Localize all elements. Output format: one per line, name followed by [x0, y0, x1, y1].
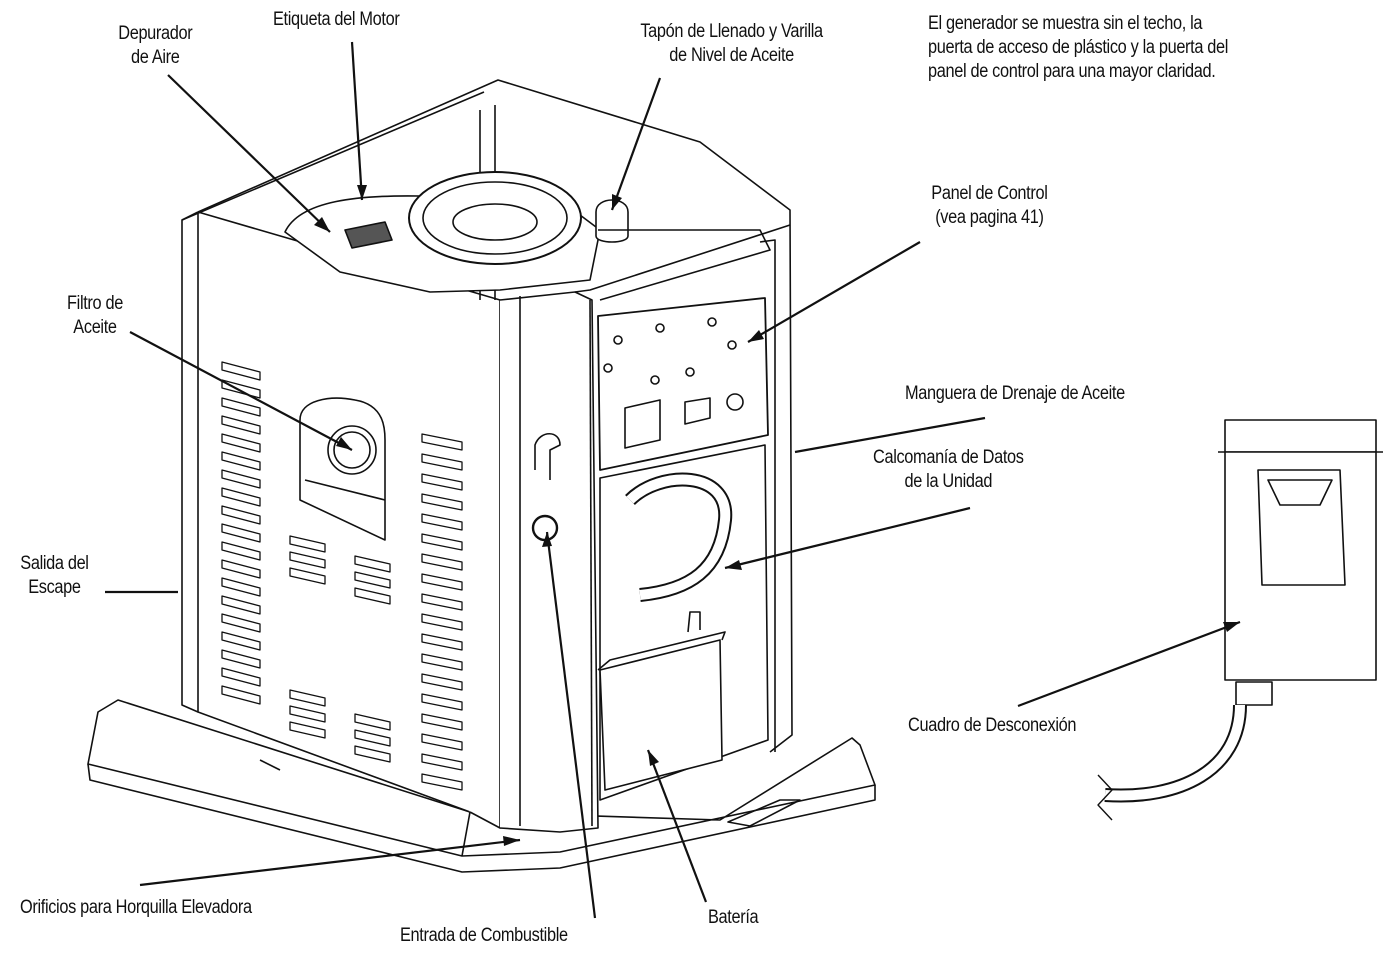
label-line: Panel de Control: [931, 183, 1048, 204]
leader-panel: [747, 241, 921, 343]
leader-etiqueta: [350, 41, 364, 201]
label-line: de la Unidad: [904, 471, 993, 492]
disconnect-box-drawing: [1097, 419, 1383, 821]
fuel-inlet-drawing: [531, 432, 561, 542]
label-depurador-de-aire: Depurador de Aire: [108, 22, 203, 70]
label-line: Manguera de Drenaje de Aceite: [905, 383, 1125, 404]
leader-cuadro: [1017, 620, 1241, 708]
leader-horquilla: [139, 838, 521, 887]
engine-top: [284, 171, 771, 301]
label-cuadro-de-desconexion: Cuadro de Desconexión: [908, 714, 1076, 738]
label-line: Filtro de: [67, 293, 123, 314]
clarity-note-line: El generador se muestra sin el techo, la: [928, 13, 1203, 34]
label-line: Etiqueta del Motor: [273, 9, 400, 30]
label-etiqueta-del-motor: Etiqueta del Motor: [273, 8, 400, 32]
label-tapon-de-llenado: Tapón de Llenado y Varilla de Nivel de A…: [600, 20, 863, 68]
arrowheads: [314, 185, 1240, 846]
label-line: Cuadro de Desconexión: [908, 715, 1077, 736]
label-line: Batería: [708, 907, 759, 928]
label-calcomania-de-datos: Calcomanía de Datos de la Unidad: [858, 446, 1039, 494]
label-line: de Nivel de Aceite: [669, 45, 794, 66]
louvers: [221, 361, 463, 791]
clarity-note-line: puerta de acceso de plástico y la puerta…: [928, 37, 1229, 58]
label-line: Tapón de Llenado y Varilla: [640, 21, 823, 42]
label-panel-de-control: Panel de Control (vea pagina 41): [912, 182, 1067, 230]
leader-manguera: [794, 416, 986, 454]
label-line: Aceite: [73, 317, 117, 338]
clarity-note-line: panel de control para una mayor claridad…: [928, 61, 1216, 82]
label-entrada-de-combustible: Entrada de Combustible: [400, 924, 568, 948]
label-bateria: Batería: [708, 906, 759, 930]
clarity-note: El generador se muestra sin el techo, la…: [928, 12, 1228, 84]
leader-calcomania: [724, 506, 971, 570]
label-salida-del-escape: Salida del Escape: [8, 552, 101, 600]
label-line: Salida del: [20, 553, 89, 574]
label-line: de Aire: [131, 47, 180, 68]
label-line: (vea pagina 41): [935, 207, 1044, 228]
label-line: Depurador: [118, 23, 193, 44]
lower-bay: [597, 444, 769, 801]
leader-tapon: [610, 77, 662, 211]
generator-base: [87, 699, 876, 873]
control-panel-drawing: [597, 297, 769, 471]
label-orificios-horquilla: Orificios para Horquilla Elevadora: [20, 896, 252, 920]
leader-lines: [105, 41, 1241, 919]
label-filtro-de-aceite: Filtro de Aceite: [52, 292, 138, 340]
label-line: Escape: [28, 577, 81, 598]
label-manguera-de-drenaje: Manguera de Drenaje de Aceite: [905, 382, 1125, 406]
label-line: Orificios para Horquilla Elevadora: [20, 897, 252, 918]
leader-bateria: [646, 749, 708, 903]
leader-filtro: [129, 331, 353, 451]
leader-combustible: [545, 531, 597, 919]
label-line: Entrada de Combustible: [400, 925, 568, 946]
leader-depurador: [167, 74, 331, 233]
label-line: Calcomanía de Datos: [872, 447, 1024, 468]
